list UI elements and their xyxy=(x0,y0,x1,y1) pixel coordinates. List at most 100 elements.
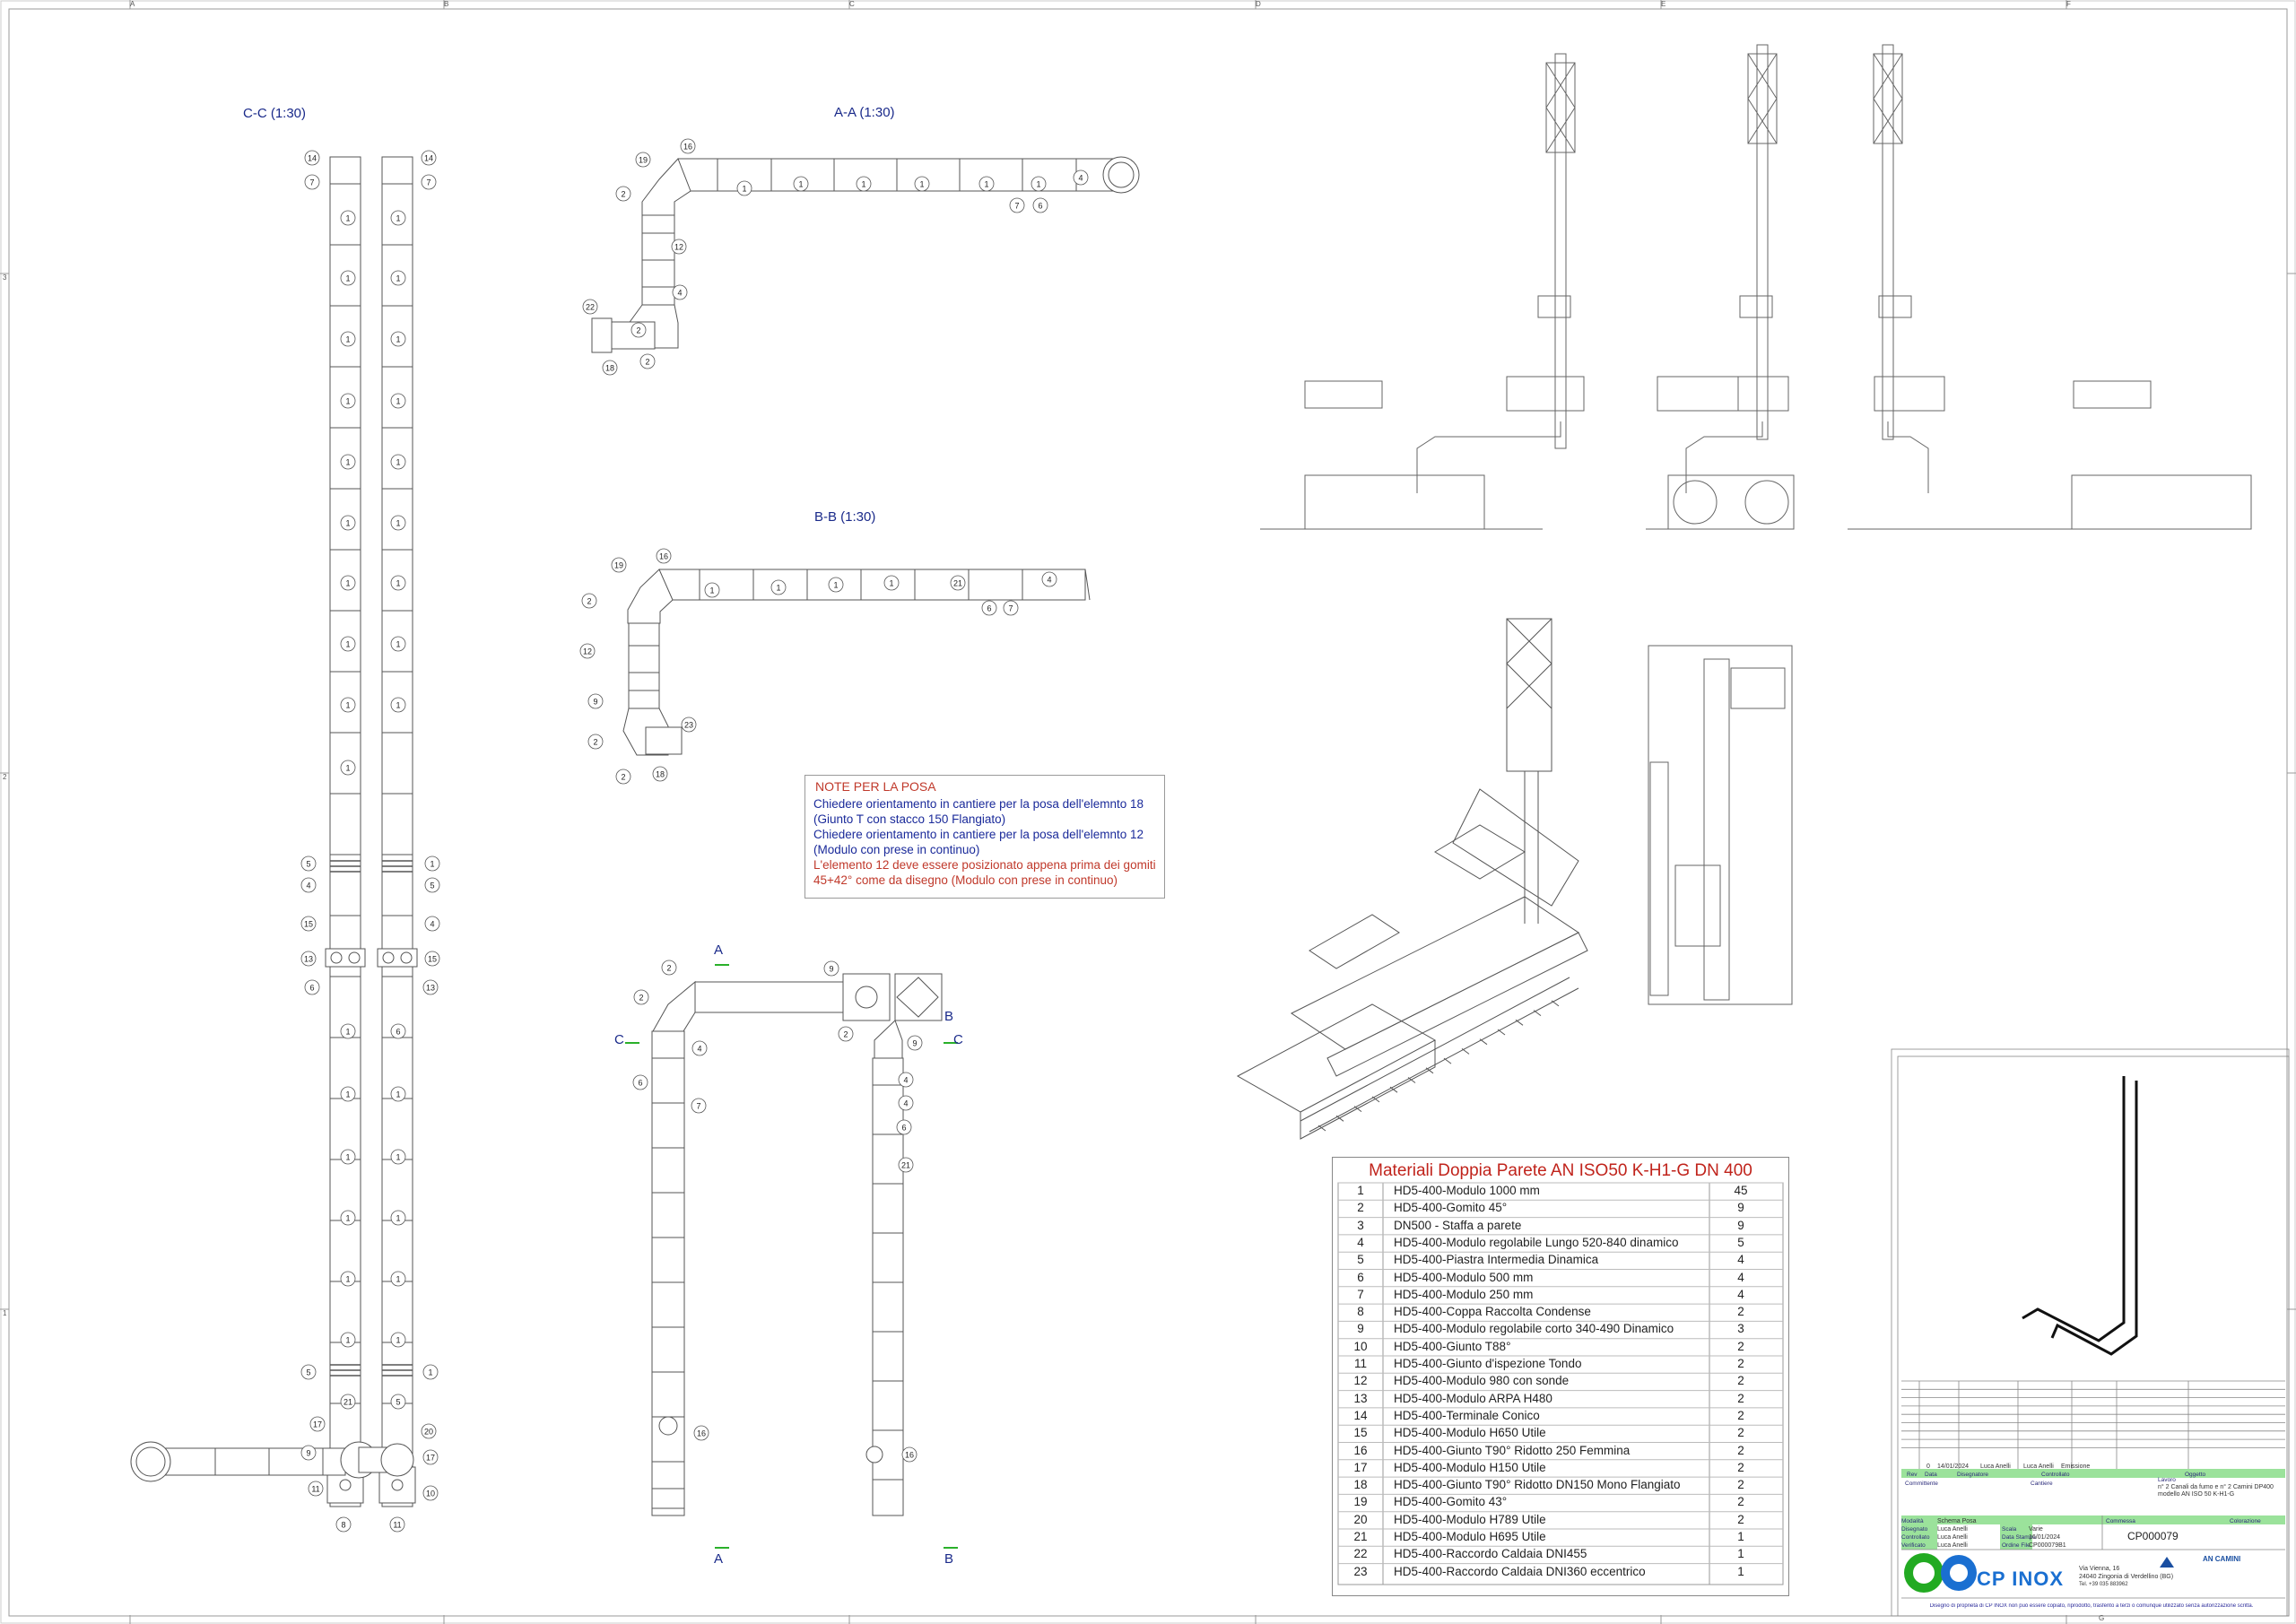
item-balloon: 1 xyxy=(340,697,356,713)
balloon-label: 18 xyxy=(656,770,665,779)
bom-title: Materiali Doppia Parete AN ISO50 K-H1-G … xyxy=(1369,1161,1752,1180)
item-balloon: 18 xyxy=(652,766,668,782)
balloon-circle xyxy=(704,582,720,598)
tb-row-value: Luca Anelli xyxy=(1937,1534,1968,1541)
item-balloon: 1 xyxy=(390,270,406,286)
balloon-circle xyxy=(390,575,406,591)
balloon-circle xyxy=(390,1332,406,1348)
tb-mid-label: Data Stampa xyxy=(2002,1534,2036,1541)
balloon-label: 11 xyxy=(393,1521,401,1530)
client-label: Committente xyxy=(1905,1481,1938,1487)
item-balloon: 1 xyxy=(914,176,930,192)
item-balloon: 2 xyxy=(615,769,631,785)
section-marker-a-top: A xyxy=(714,942,724,958)
balloon-circle xyxy=(681,716,697,733)
item-balloon: 14 xyxy=(421,150,437,166)
iso-rail-tie xyxy=(1533,1010,1542,1016)
balloon-label: 18 xyxy=(605,364,614,373)
item-balloon: 1 xyxy=(424,855,440,872)
bom-item-description: HD5-400-Gomito 43° xyxy=(1394,1495,1508,1509)
border-letter: F xyxy=(2066,0,2071,8)
balloon-circle xyxy=(300,855,317,872)
balloon-circle xyxy=(615,186,631,202)
inspection-port xyxy=(339,1479,352,1491)
iso-hopper xyxy=(1309,914,1400,969)
balloon-circle xyxy=(635,152,651,168)
balloon-circle xyxy=(340,331,356,347)
balloon-label: 9 xyxy=(593,698,597,707)
balloon-label: 7 xyxy=(426,178,430,187)
item-balloon: 9 xyxy=(823,960,839,977)
tb-green-band xyxy=(1901,1515,2285,1524)
note-line: Chiedere orientamento in cantiere per la… xyxy=(813,797,1144,811)
order-label: Commessa xyxy=(2106,1518,2135,1524)
balloon-label: 1 xyxy=(396,701,400,710)
balloon-label: 1 xyxy=(396,640,400,649)
balloon-circle xyxy=(838,1026,854,1042)
bom-item-description: HD5-400-Piastra Intermedia Dinamica xyxy=(1394,1253,1599,1267)
balloon-circle xyxy=(390,1023,406,1039)
item-balloon: 1 xyxy=(340,760,356,776)
rev-date: 14/01/2024 xyxy=(1937,1463,1970,1470)
balloon-circle xyxy=(340,1271,356,1287)
tb-row-label: Disegnato xyxy=(1901,1526,1928,1533)
bom-item-number: 8 xyxy=(1357,1305,1364,1319)
tb-green-band xyxy=(2000,1524,2032,1550)
balloon-circle xyxy=(340,1210,356,1226)
item-balloon: 6 xyxy=(632,1074,648,1090)
bom-item-number: 19 xyxy=(1353,1495,1368,1509)
balloon-circle xyxy=(587,693,604,709)
item-balloon: 1 xyxy=(390,1210,406,1226)
bom-item-quantity: 3 xyxy=(1737,1322,1744,1336)
balloon-circle xyxy=(340,515,356,531)
arpa-port xyxy=(348,951,361,964)
balloon-circle xyxy=(1041,571,1057,587)
balloon-label: 2 xyxy=(587,597,591,606)
flue-duct xyxy=(1416,421,1561,493)
balloon-circle xyxy=(304,979,320,995)
balloon-circle xyxy=(424,951,440,967)
iso-rail-tie xyxy=(1371,1096,1380,1103)
duct-end-line xyxy=(1084,569,1091,601)
balloon-circle xyxy=(390,393,406,409)
balloon-label: 1 xyxy=(798,180,803,189)
site-label: Cantiere xyxy=(2031,1481,2053,1487)
bom-item-number: 22 xyxy=(1353,1547,1368,1561)
iso-tower-bracing xyxy=(1506,618,1552,709)
pipe-segment xyxy=(645,726,683,755)
balloon-label: 1 xyxy=(396,579,400,588)
side-ladder xyxy=(1649,761,1669,996)
balloon-label: 22 xyxy=(586,303,595,312)
balloon-label: 1 xyxy=(396,519,400,528)
side-platform xyxy=(1730,667,1786,709)
balloon-circle xyxy=(633,989,649,1005)
balloon-label: 1 xyxy=(345,397,350,406)
bom-item-number: 9 xyxy=(1357,1322,1364,1336)
balloon-circle xyxy=(422,1364,439,1380)
bom-item-description: HD5-400-Modulo 500 mm xyxy=(1394,1270,1534,1284)
note-line: (Giunto T con stacco 150 Flangiato) xyxy=(813,812,1006,826)
balloon-circle xyxy=(390,210,406,226)
bom-item-quantity: 2 xyxy=(1737,1443,1744,1457)
item-balloon: 1 xyxy=(340,515,356,531)
balloon-circle xyxy=(898,1095,914,1111)
border-letter: C xyxy=(849,0,855,8)
boiler-connection-inner xyxy=(135,1446,166,1477)
balloon-circle xyxy=(300,1364,317,1380)
view-title-aa: A-A (1:30) xyxy=(834,105,895,120)
installation-notes: NOTE PER LA POSA Chiedere orientamento i… xyxy=(804,775,1165,899)
item-balloon: 1 xyxy=(340,270,356,286)
bom-item-description: HD5-400-Giunto T90° Ridotto 250 Femmina xyxy=(1394,1443,1631,1457)
item-balloon: 2 xyxy=(639,353,656,369)
iso-flue-run xyxy=(1326,932,1588,1077)
balloon-label: 9 xyxy=(306,1449,310,1458)
item-balloon: 7 xyxy=(421,174,437,190)
balloon-circle xyxy=(340,760,356,776)
balloon-circle xyxy=(340,454,356,470)
balloon-circle xyxy=(661,960,677,976)
